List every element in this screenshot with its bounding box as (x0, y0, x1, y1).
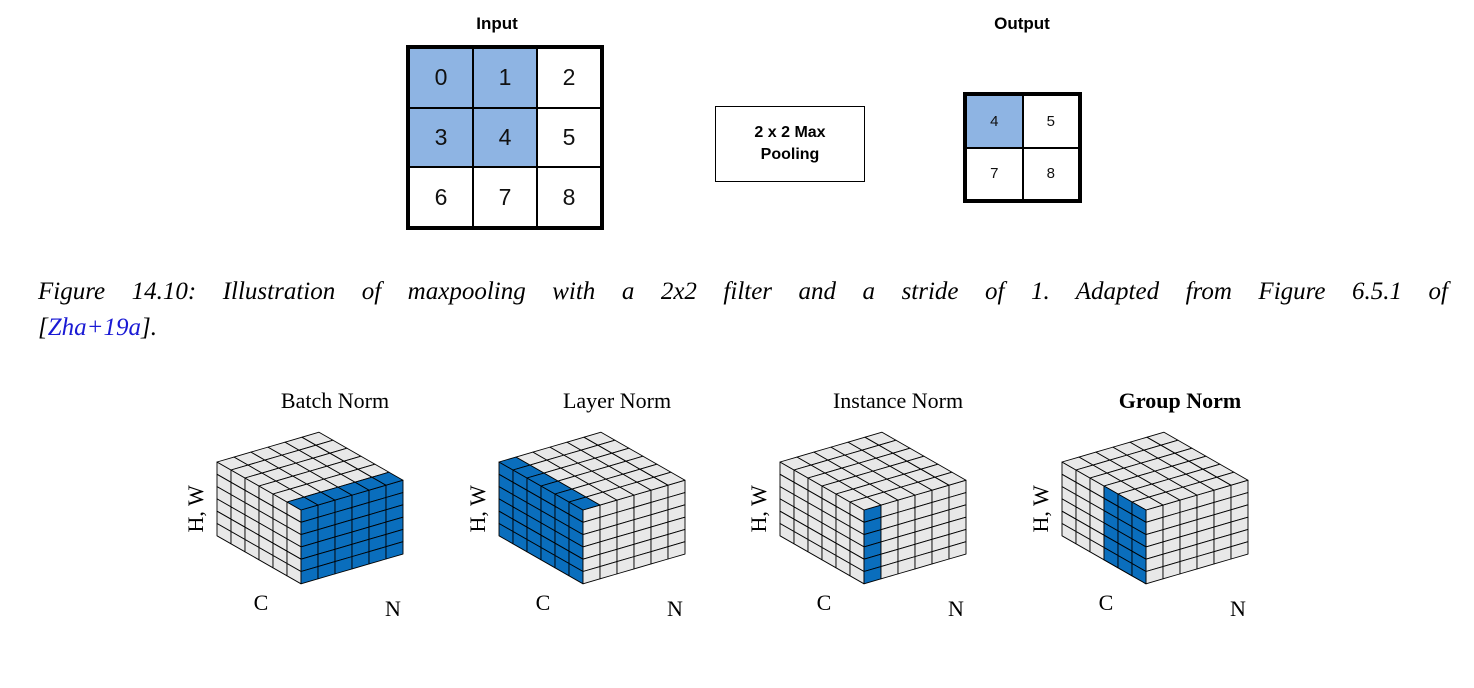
axis-label-n: N (385, 596, 401, 621)
front-face-cell (385, 541, 404, 560)
max-pooling-box: 2 x 2 Max Pooling (715, 106, 865, 182)
axis-label-c: C (536, 590, 551, 615)
axis-label-n: N (948, 596, 964, 621)
output-cell: 7 (966, 147, 1023, 200)
input-cell: 4 (473, 107, 537, 168)
operation-line-1: 2 x 2 Max (754, 124, 826, 141)
bracket-close: ]. (141, 314, 157, 341)
output-cell: 5 (1022, 95, 1079, 148)
input-cell: 6 (409, 167, 473, 227)
axis-label-n: N (1230, 596, 1246, 621)
front-face-cell (1230, 541, 1249, 560)
front-face-cell (948, 541, 967, 560)
input-cell: 3 (409, 107, 473, 168)
input-title: Input (476, 14, 518, 33)
axis-label-hw: H, W (1028, 485, 1053, 532)
input-cell: 1 (473, 48, 537, 108)
top-face-cell (653, 471, 686, 486)
operation-line-2: Pooling (760, 146, 820, 163)
axis-label-c: C (254, 590, 269, 615)
input-cell: 2 (537, 48, 601, 108)
output-cell: 4 (966, 95, 1023, 148)
panel-title-group-norm: Group Norm (1118, 388, 1242, 413)
panel-title-instance-norm: Instance Norm (832, 388, 964, 413)
axis-label-hw: H, W (465, 485, 490, 532)
top-face-cell (934, 471, 967, 486)
output-title: Output (994, 14, 1050, 33)
group-highlight-cell (1131, 563, 1147, 585)
input-cell: 7 (473, 167, 537, 227)
axis-label-c: C (1099, 590, 1114, 615)
axis-label-n: N (667, 596, 683, 621)
output-cell: 8 (1022, 147, 1079, 200)
axis-label-c: C (817, 590, 832, 615)
figure-caption-line-2: [Zha+19a]. (38, 310, 157, 346)
front-face-cell (667, 541, 686, 560)
input-cell: 0 (409, 48, 473, 108)
figure-caption-line-1: Figure 14.10: Illustration of maxpooling… (38, 278, 1448, 305)
bracket-open: [ (38, 314, 48, 341)
top-face-cell (1216, 471, 1249, 486)
axis-label-hw: H, W (183, 485, 208, 532)
input-cell: 5 (537, 107, 601, 168)
panel-title-layer-norm: Layer Norm (562, 388, 672, 413)
input-cell: 8 (537, 167, 601, 227)
top-face-cell (371, 471, 404, 486)
panel-title-batch-norm: Batch Norm (280, 388, 390, 413)
citation-link[interactable]: Zha+19a (47, 314, 142, 341)
axis-label-hw: H, W (746, 485, 771, 532)
